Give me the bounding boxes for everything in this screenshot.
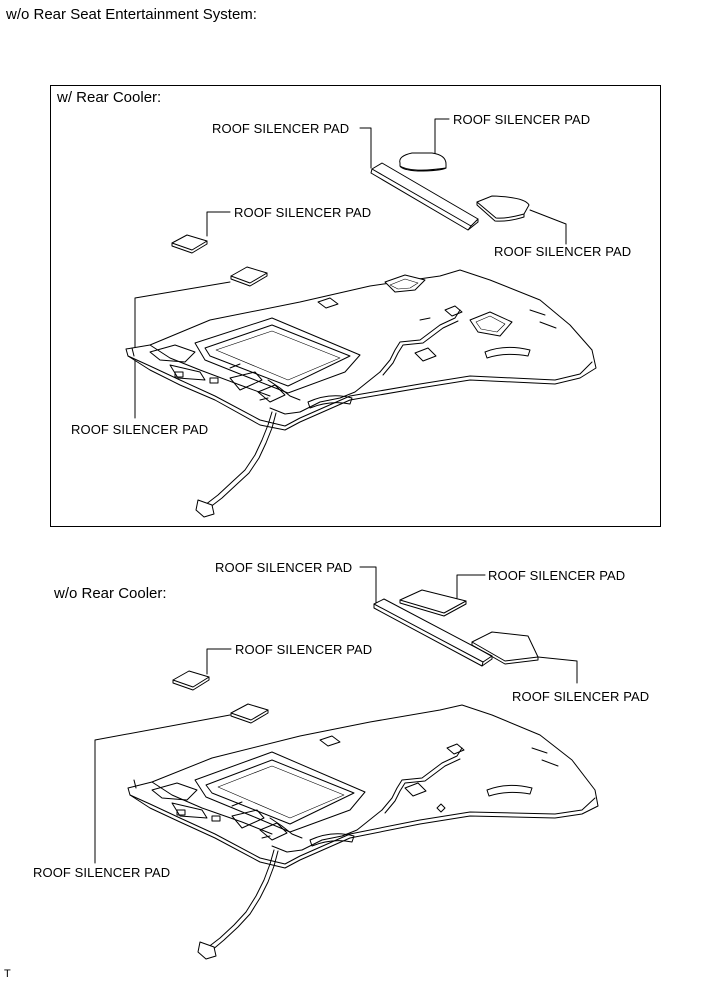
label-roof-silencer-pad-upper-right: ROOF SILENCER PAD [488, 568, 626, 583]
page-title: w/o Rear Seat Entertainment System: [6, 6, 257, 23]
leader-line [359, 127, 372, 169]
figure-code: T [4, 968, 11, 980]
leader-line [134, 281, 231, 419]
leader-line [206, 648, 232, 675]
label-roof-silencer-pad-left: ROOF SILENCER PAD [234, 205, 372, 220]
leader-line [359, 566, 377, 605]
label-roof-silencer-pad-front: ROOF SILENCER PAD [71, 422, 209, 437]
label-roof-silencer-pad-right: ROOF SILENCER PAD [512, 689, 650, 704]
roof-silencer-pad-front [230, 266, 268, 287]
roof-silencer-pad-left [172, 670, 210, 691]
roof-headliner [127, 704, 599, 960]
leader-line [434, 118, 450, 156]
section-title-with-rear-cooler: w/ Rear Cooler: [57, 89, 162, 106]
roof-silencer-pad-upper-right [399, 589, 467, 617]
leader-line [537, 656, 578, 684]
upper-diagram [125, 118, 597, 518]
roof-silencer-pad-right [476, 195, 530, 222]
lower-diagram [94, 566, 599, 960]
roof-silencer-pad-long [370, 162, 479, 231]
label-roof-silencer-pad-long: ROOF SILENCER PAD [215, 560, 353, 575]
rear-cooler-panel [50, 85, 661, 527]
roof-silencer-pad-right [471, 631, 539, 665]
label-roof-silencer-pad-left: ROOF SILENCER PAD [235, 642, 373, 657]
label-roof-silencer-pad-long: ROOF SILENCER PAD [212, 121, 350, 136]
roof-headliner [125, 269, 597, 518]
label-roof-silencer-pad-front: ROOF SILENCER PAD [33, 865, 171, 880]
roof-silencer-pad-left [171, 234, 208, 254]
roof-silencer-pad-front [230, 703, 269, 724]
label-roof-silencer-pad-upper-right: ROOF SILENCER PAD [453, 112, 591, 127]
leader-line [206, 211, 231, 237]
leader-line [94, 714, 231, 864]
label-roof-silencer-pad-right: ROOF SILENCER PAD [494, 244, 632, 259]
section-title-without-rear-cooler: w/o Rear Cooler: [54, 585, 167, 602]
roof-silencer-pad-upper-right [399, 152, 447, 172]
leader-line [456, 574, 486, 599]
leader-line [529, 209, 567, 245]
